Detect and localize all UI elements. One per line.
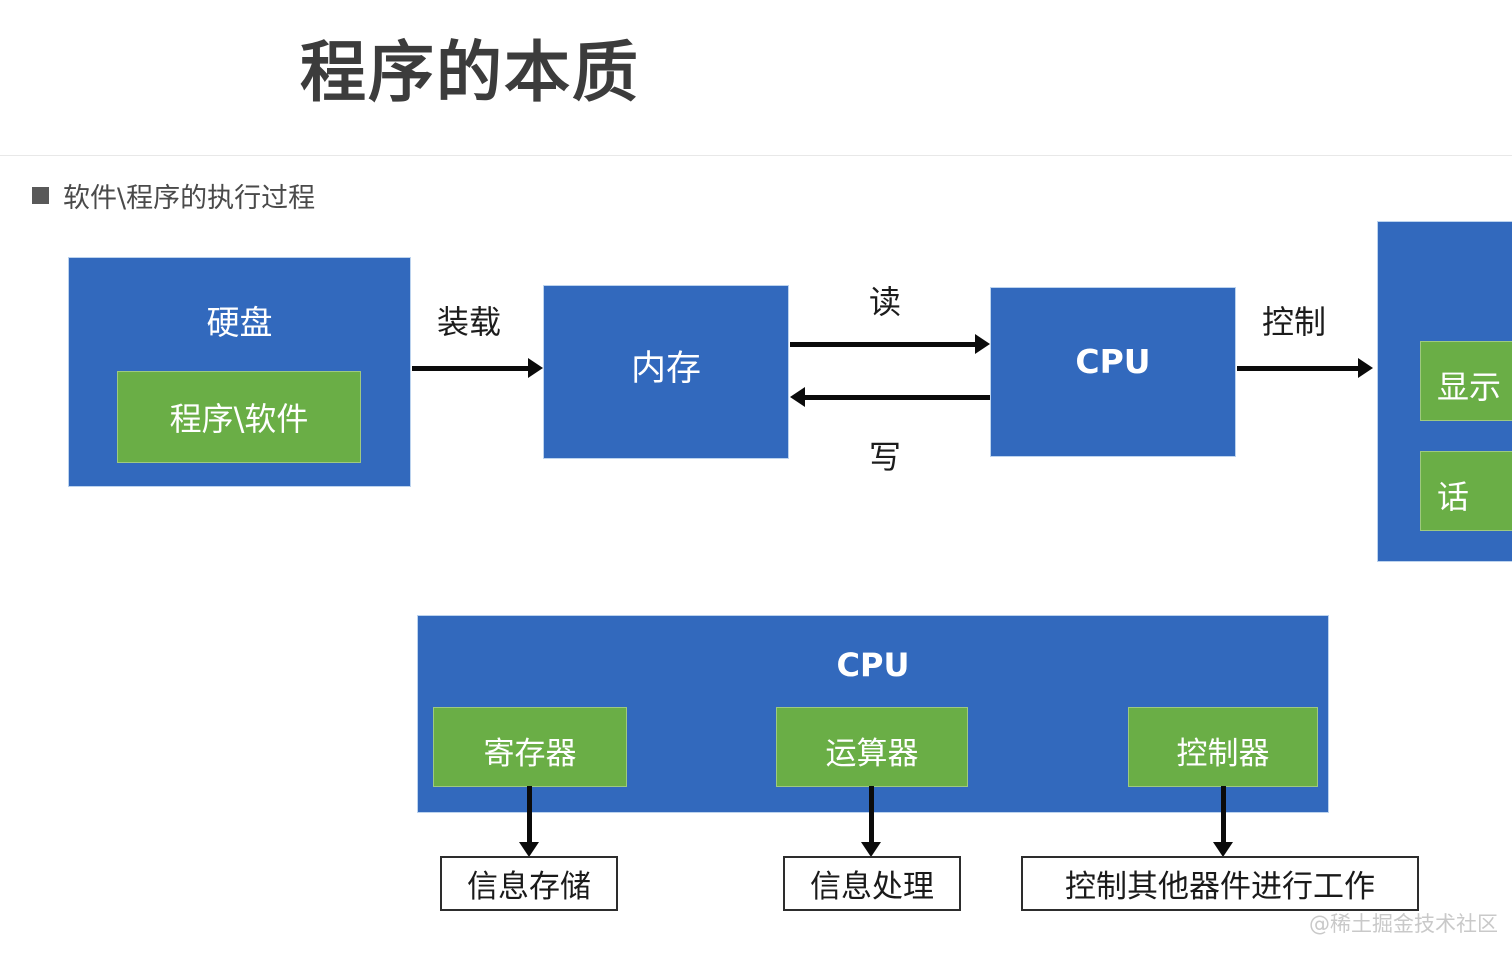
- edge-label-write: 写: [869, 438, 902, 476]
- square-bullet-icon: [32, 187, 49, 204]
- node-cpu-label: CPU: [1075, 342, 1151, 381]
- edge-cpu-to-device: [1237, 358, 1373, 378]
- edge-cpu-to-memory: [790, 387, 990, 407]
- node-program-label: 程序\软件: [169, 400, 309, 438]
- bullet-text: 软件\程序的执行过程: [63, 183, 316, 214]
- edge-alu-to-processing: [861, 786, 881, 857]
- bullet-row: 软件\程序的执行过程: [32, 176, 315, 215]
- cpu-component-register-label: 寄存器: [483, 736, 577, 772]
- cpu-component-register: 寄存器: [434, 708, 626, 786]
- cpu-output-control-work: 控制其他器件进行工作: [1021, 856, 1419, 911]
- node-memory: 内存: [544, 286, 788, 458]
- cpu-component-alu-label: 运算器: [825, 736, 919, 772]
- cpu-output-storage-label: 信息存储: [467, 869, 591, 905]
- cpu-component-controller-label: 控制器: [1176, 736, 1270, 772]
- edge-disk-to-memory: [412, 358, 543, 378]
- cpu-output-processing: 信息处理: [783, 856, 961, 911]
- node-disk-label: 硬盘: [206, 303, 273, 342]
- edge-register-to-storage: [519, 786, 539, 857]
- node-display-label: 显示: [1437, 368, 1502, 406]
- edge-memory-to-cpu: [790, 334, 990, 354]
- edge-label-read: 读: [869, 283, 902, 321]
- edge-label-load: 装载: [437, 303, 502, 341]
- cpu-component-controller: 控制器: [1129, 708, 1317, 786]
- edge-label-control: 控制: [1262, 303, 1327, 341]
- cpu-container-title: CPU: [836, 646, 910, 684]
- node-cpu: CPU: [991, 288, 1235, 456]
- cpu-output-storage: 信息存储: [440, 856, 618, 911]
- edge-controller-to-work: [1213, 786, 1233, 857]
- cpu-output-processing-label: 信息处理: [810, 869, 934, 905]
- node-display: 显示: [1421, 342, 1512, 420]
- node-speaker-label: 话: [1437, 478, 1470, 516]
- cpu-output-control-work-label: 控制其他器件进行工作: [1065, 869, 1375, 905]
- page-title: 程序的本质: [300, 34, 640, 111]
- node-speaker: 话: [1421, 452, 1512, 530]
- header-divider: [0, 155, 1512, 156]
- node-program: 程序\软件: [118, 372, 360, 462]
- cpu-component-alu: 运算器: [777, 708, 967, 786]
- node-memory-label: 内存: [630, 349, 701, 389]
- watermark: @稀土掘金技术社区: [1309, 912, 1498, 936]
